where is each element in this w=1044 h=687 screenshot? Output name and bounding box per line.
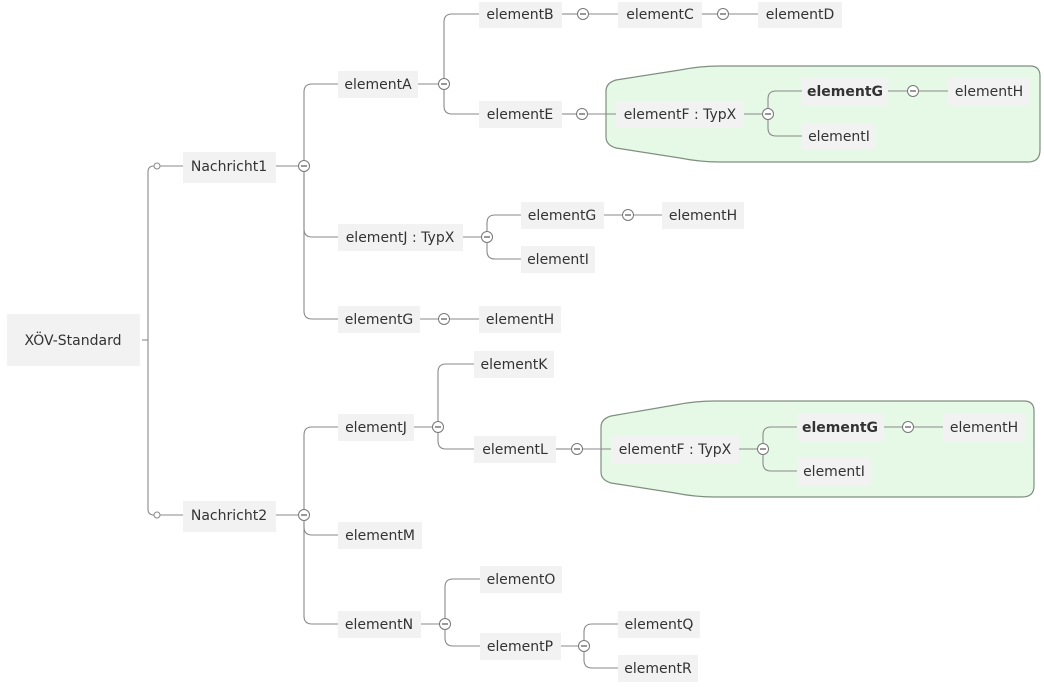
collapse-toggle-n1-hl-elementF[interactable]: [762, 108, 774, 120]
node-nachricht1[interactable]: Nachricht1: [183, 152, 276, 183]
node-n1-elementE[interactable]: elementE: [479, 101, 562, 128]
collapse-toggle-n2-elementL[interactable]: [571, 443, 583, 455]
highlight-boundary-nachricht1: [605, 65, 1041, 163]
node-n2-elementM[interactable]: elementM: [338, 522, 422, 549]
node-label: elementN: [345, 617, 413, 633]
node-label: elementR: [624, 661, 692, 677]
collapse-toggle-n1-elementB[interactable]: [577, 8, 589, 20]
node-n1-g-elementH[interactable]: elementH: [479, 306, 561, 333]
node-n1-j-elementI[interactable]: elementI: [521, 246, 595, 273]
node-n2-hl-elementF[interactable]: elementF : TypX: [611, 436, 739, 463]
collapse-toggle-n1-elementG[interactable]: [438, 313, 450, 325]
node-label: elementG: [345, 312, 414, 328]
branch-dot-nachricht2: [153, 511, 161, 519]
node-n2-elementJ[interactable]: elementJ: [338, 414, 414, 441]
collapse-toggle-n1-hl-elementG[interactable]: [907, 85, 919, 97]
collapse-toggle-n1-j-elementG[interactable]: [622, 209, 634, 221]
node-label: elementI: [808, 129, 870, 145]
node-label: elementC: [626, 7, 694, 23]
node-n1-elementJ[interactable]: elementJ : TypX: [338, 224, 463, 251]
node-label: Nachricht1: [191, 159, 267, 175]
node-label: elementE: [487, 107, 554, 123]
node-label: elementH: [669, 208, 737, 224]
node-label: elementM: [345, 528, 415, 544]
highlight-boundary-nachricht2: [600, 400, 1035, 498]
node-label: elementK: [481, 357, 549, 373]
node-n2-hl-elementH[interactable]: elementH: [943, 414, 1025, 441]
node-n1-elementC[interactable]: elementC: [618, 2, 702, 28]
node-label: elementG: [528, 208, 597, 224]
node-n1-elementB[interactable]: elementB: [479, 2, 562, 28]
node-n2-elementO[interactable]: elementO: [480, 566, 562, 593]
collapse-toggle-n2-hl-elementF[interactable]: [757, 443, 769, 455]
collapse-toggle-n2-hl-elementG[interactable]: [902, 421, 914, 433]
collapse-toggle-n1-elementA[interactable]: [438, 78, 450, 90]
node-label: elementG: [802, 420, 878, 436]
node-label: elementF : TypX: [619, 442, 732, 458]
node-n1-elementD[interactable]: elementD: [758, 2, 842, 28]
node-label: elementJ: [345, 420, 407, 436]
node-label: elementB: [486, 7, 553, 23]
node-label: Nachricht2: [191, 508, 267, 524]
collapse-toggle-n1-elementC[interactable]: [717, 8, 729, 20]
node-n2-elementL[interactable]: elementL: [474, 436, 556, 463]
node-n1-elementG[interactable]: elementG: [338, 306, 420, 333]
connectors: [142, 13, 950, 669]
node-n1-j-elementG[interactable]: elementG: [521, 202, 604, 229]
collapse-toggle-nachricht1[interactable]: [298, 160, 310, 172]
node-n1-hl-elementF[interactable]: elementF : TypX: [616, 101, 744, 128]
node-n2-elementK[interactable]: elementK: [474, 351, 554, 378]
node-label: elementH: [950, 420, 1018, 436]
node-n2-hl-elementG[interactable]: elementG: [797, 414, 884, 441]
node-label: elementF : TypX: [624, 107, 737, 123]
node-label: elementJ : TypX: [346, 230, 455, 246]
node-label: elementH: [955, 84, 1023, 100]
node-nachricht2[interactable]: Nachricht2: [183, 501, 276, 532]
node-label: elementA: [344, 77, 412, 93]
collapse-toggle-n2-elementJ[interactable]: [432, 421, 444, 433]
node-n1-hl-elementG[interactable]: elementG: [802, 78, 888, 105]
node-label: elementP: [487, 639, 553, 655]
node-label: elementG: [807, 84, 883, 100]
node-label: elementQ: [625, 617, 694, 633]
collapse-toggle-n2-elementP[interactable]: [578, 640, 590, 652]
collapse-toggle-nachricht2[interactable]: [298, 509, 310, 521]
node-n2-elementQ[interactable]: elementQ: [618, 611, 700, 638]
node-n1-hl-elementI[interactable]: elementI: [802, 123, 876, 150]
node-n1-elementA[interactable]: elementA: [338, 71, 418, 98]
collapse-toggle-n1-elementE[interactable]: [576, 108, 588, 120]
node-root[interactable]: XÖV-Standard: [7, 314, 140, 366]
node-n2-hl-elementI[interactable]: elementI: [797, 458, 871, 485]
node-n2-elementN[interactable]: elementN: [338, 611, 421, 638]
collapse-toggle-n2-elementN[interactable]: [439, 618, 451, 630]
node-label: elementI: [803, 464, 865, 480]
node-label: elementI: [527, 252, 589, 268]
node-label: elementO: [487, 572, 556, 588]
node-n2-elementP[interactable]: elementP: [480, 633, 561, 660]
node-label: elementH: [486, 312, 554, 328]
node-n2-elementR[interactable]: elementR: [618, 655, 698, 682]
collapse-toggle-n1-elementJ[interactable]: [481, 231, 493, 243]
node-label: XÖV-Standard: [25, 331, 122, 349]
node-n1-j-elementH[interactable]: elementH: [662, 202, 744, 229]
node-label: elementD: [766, 7, 835, 23]
node-label: elementL: [482, 442, 548, 458]
branch-dot-nachricht1: [153, 162, 161, 170]
node-n1-hl-elementH[interactable]: elementH: [948, 78, 1030, 105]
